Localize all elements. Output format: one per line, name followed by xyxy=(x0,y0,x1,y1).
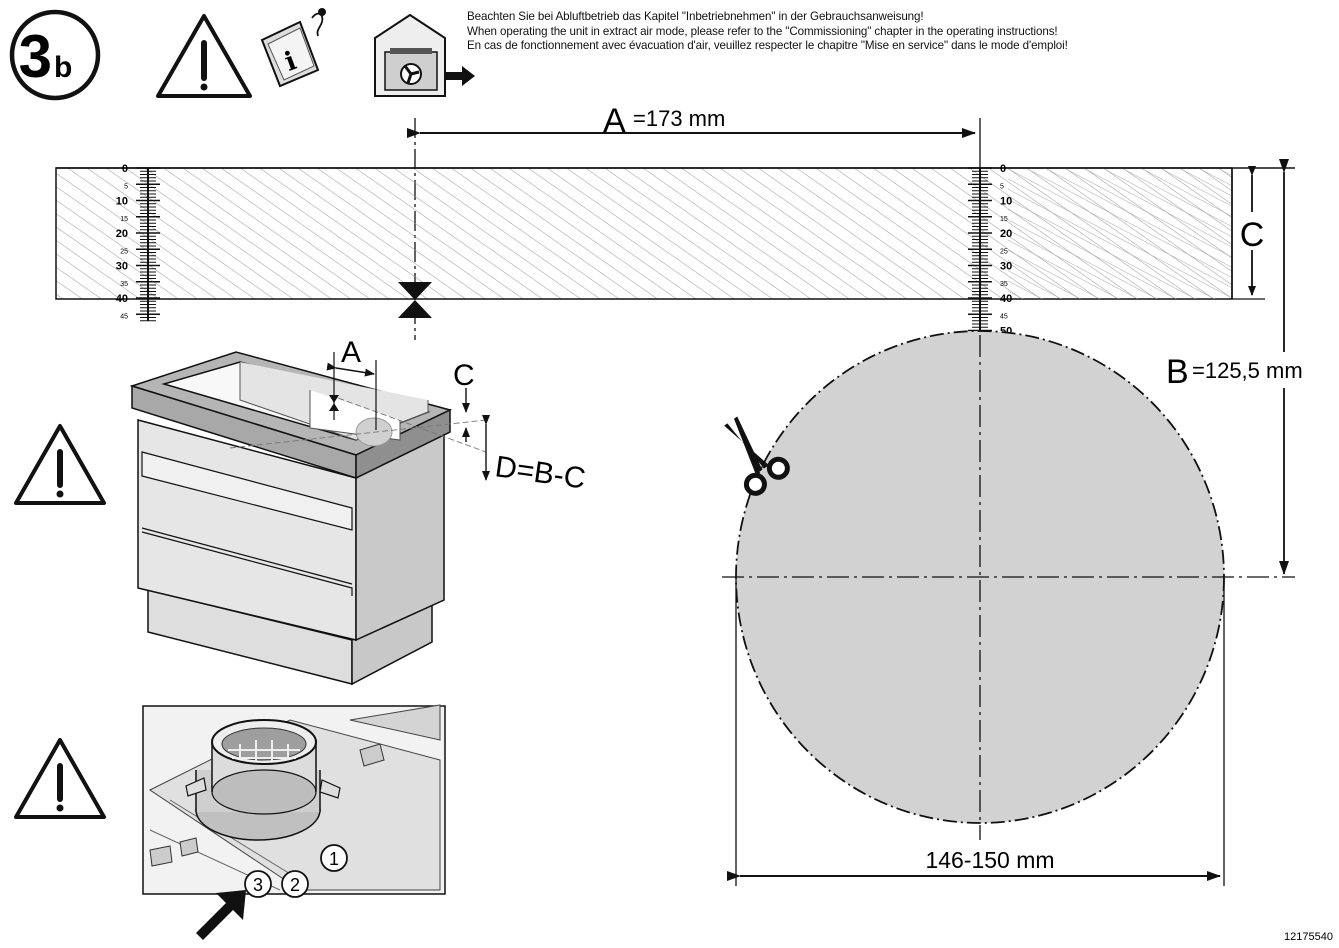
extract-air-notice: Beachten Sie bei Abluftbetrieb das Kapit… xyxy=(467,10,1335,54)
scale-label: 20 xyxy=(116,228,128,240)
scale-label: 40 xyxy=(116,293,128,305)
scale-label: 30 xyxy=(1000,261,1012,273)
scale-label: 0 xyxy=(122,163,128,175)
scale-label: 15 xyxy=(120,216,128,223)
dimension-c-letter: C xyxy=(1240,216,1265,254)
dimension-b-value: =125,5 mm xyxy=(1192,358,1303,383)
callout-1: 1 xyxy=(320,844,348,872)
warning-triangle-icon-bottom xyxy=(14,738,106,819)
scale-label: 0 xyxy=(1000,163,1006,175)
warning-triangle-icon-middle xyxy=(14,424,106,505)
scale-label: 5 xyxy=(1000,183,1004,190)
callout-2: 2 xyxy=(281,870,309,898)
cabinet-dimension-c: C xyxy=(453,359,475,392)
svg-text:3: 3 xyxy=(253,875,263,895)
warning-triangle-icon xyxy=(156,14,252,98)
air-connector-detail: 1 2 3 xyxy=(142,704,446,898)
template-strip xyxy=(55,167,1295,318)
dimension-b-letter: B xyxy=(1166,353,1189,391)
step-number: 3 xyxy=(19,23,52,90)
scale-label: 45 xyxy=(120,313,128,320)
scale-label: 20 xyxy=(1000,228,1012,240)
svg-text:2: 2 xyxy=(290,875,300,895)
scale-label: 10 xyxy=(1000,196,1012,208)
dimension-a-letter: A xyxy=(603,102,626,140)
arrow-icon xyxy=(196,890,246,940)
dimension-b: B =125,5 mm xyxy=(1166,159,1338,575)
scale-ruler-left: 0 5 10 15 20 25 30 35 40 45 xyxy=(116,163,160,322)
diameter-label: 146-150 mm xyxy=(925,847,1054,873)
document-number: 12175540 xyxy=(1284,931,1333,943)
scale-label: 10 xyxy=(116,196,128,208)
scale-label: 15 xyxy=(1000,216,1008,223)
scissors-icon xyxy=(724,416,790,496)
dimension-a-value: =173 mm xyxy=(633,106,725,131)
scale-label: 35 xyxy=(1000,281,1008,288)
scale-label: 40 xyxy=(1000,293,1012,305)
scale-label: 45 xyxy=(1000,313,1008,320)
svg-text:1: 1 xyxy=(329,849,339,869)
extract-air-house-icon xyxy=(374,13,475,97)
scale-label: 25 xyxy=(120,248,128,255)
notice-english: When operating the unit in extract air m… xyxy=(467,24,1058,38)
scale-label: 35 xyxy=(120,281,128,288)
step-badge: 3 b xyxy=(9,9,101,101)
dimension-d-formula: D=B-C xyxy=(493,450,588,495)
notice-french: En cas de fonctionnement avec évacuation… xyxy=(467,39,1068,52)
dimension-c-strip: C xyxy=(1238,166,1266,296)
scale-label: 25 xyxy=(1000,248,1008,255)
step-suffix: b xyxy=(54,51,72,84)
scale-label: 5 xyxy=(124,183,128,190)
callout-3: 3 xyxy=(244,870,272,898)
scale-label: 30 xyxy=(116,261,128,273)
info-booklet-icon: i xyxy=(260,8,326,88)
cutout-circle: 146-150 mm xyxy=(722,300,1295,886)
cabinet-illustration: A C D=B-C xyxy=(129,336,588,686)
notice-german: Beachten Sie bei Abluftbetrieb das Kapit… xyxy=(467,10,924,23)
cabinet-dimension-a: A xyxy=(341,336,361,369)
